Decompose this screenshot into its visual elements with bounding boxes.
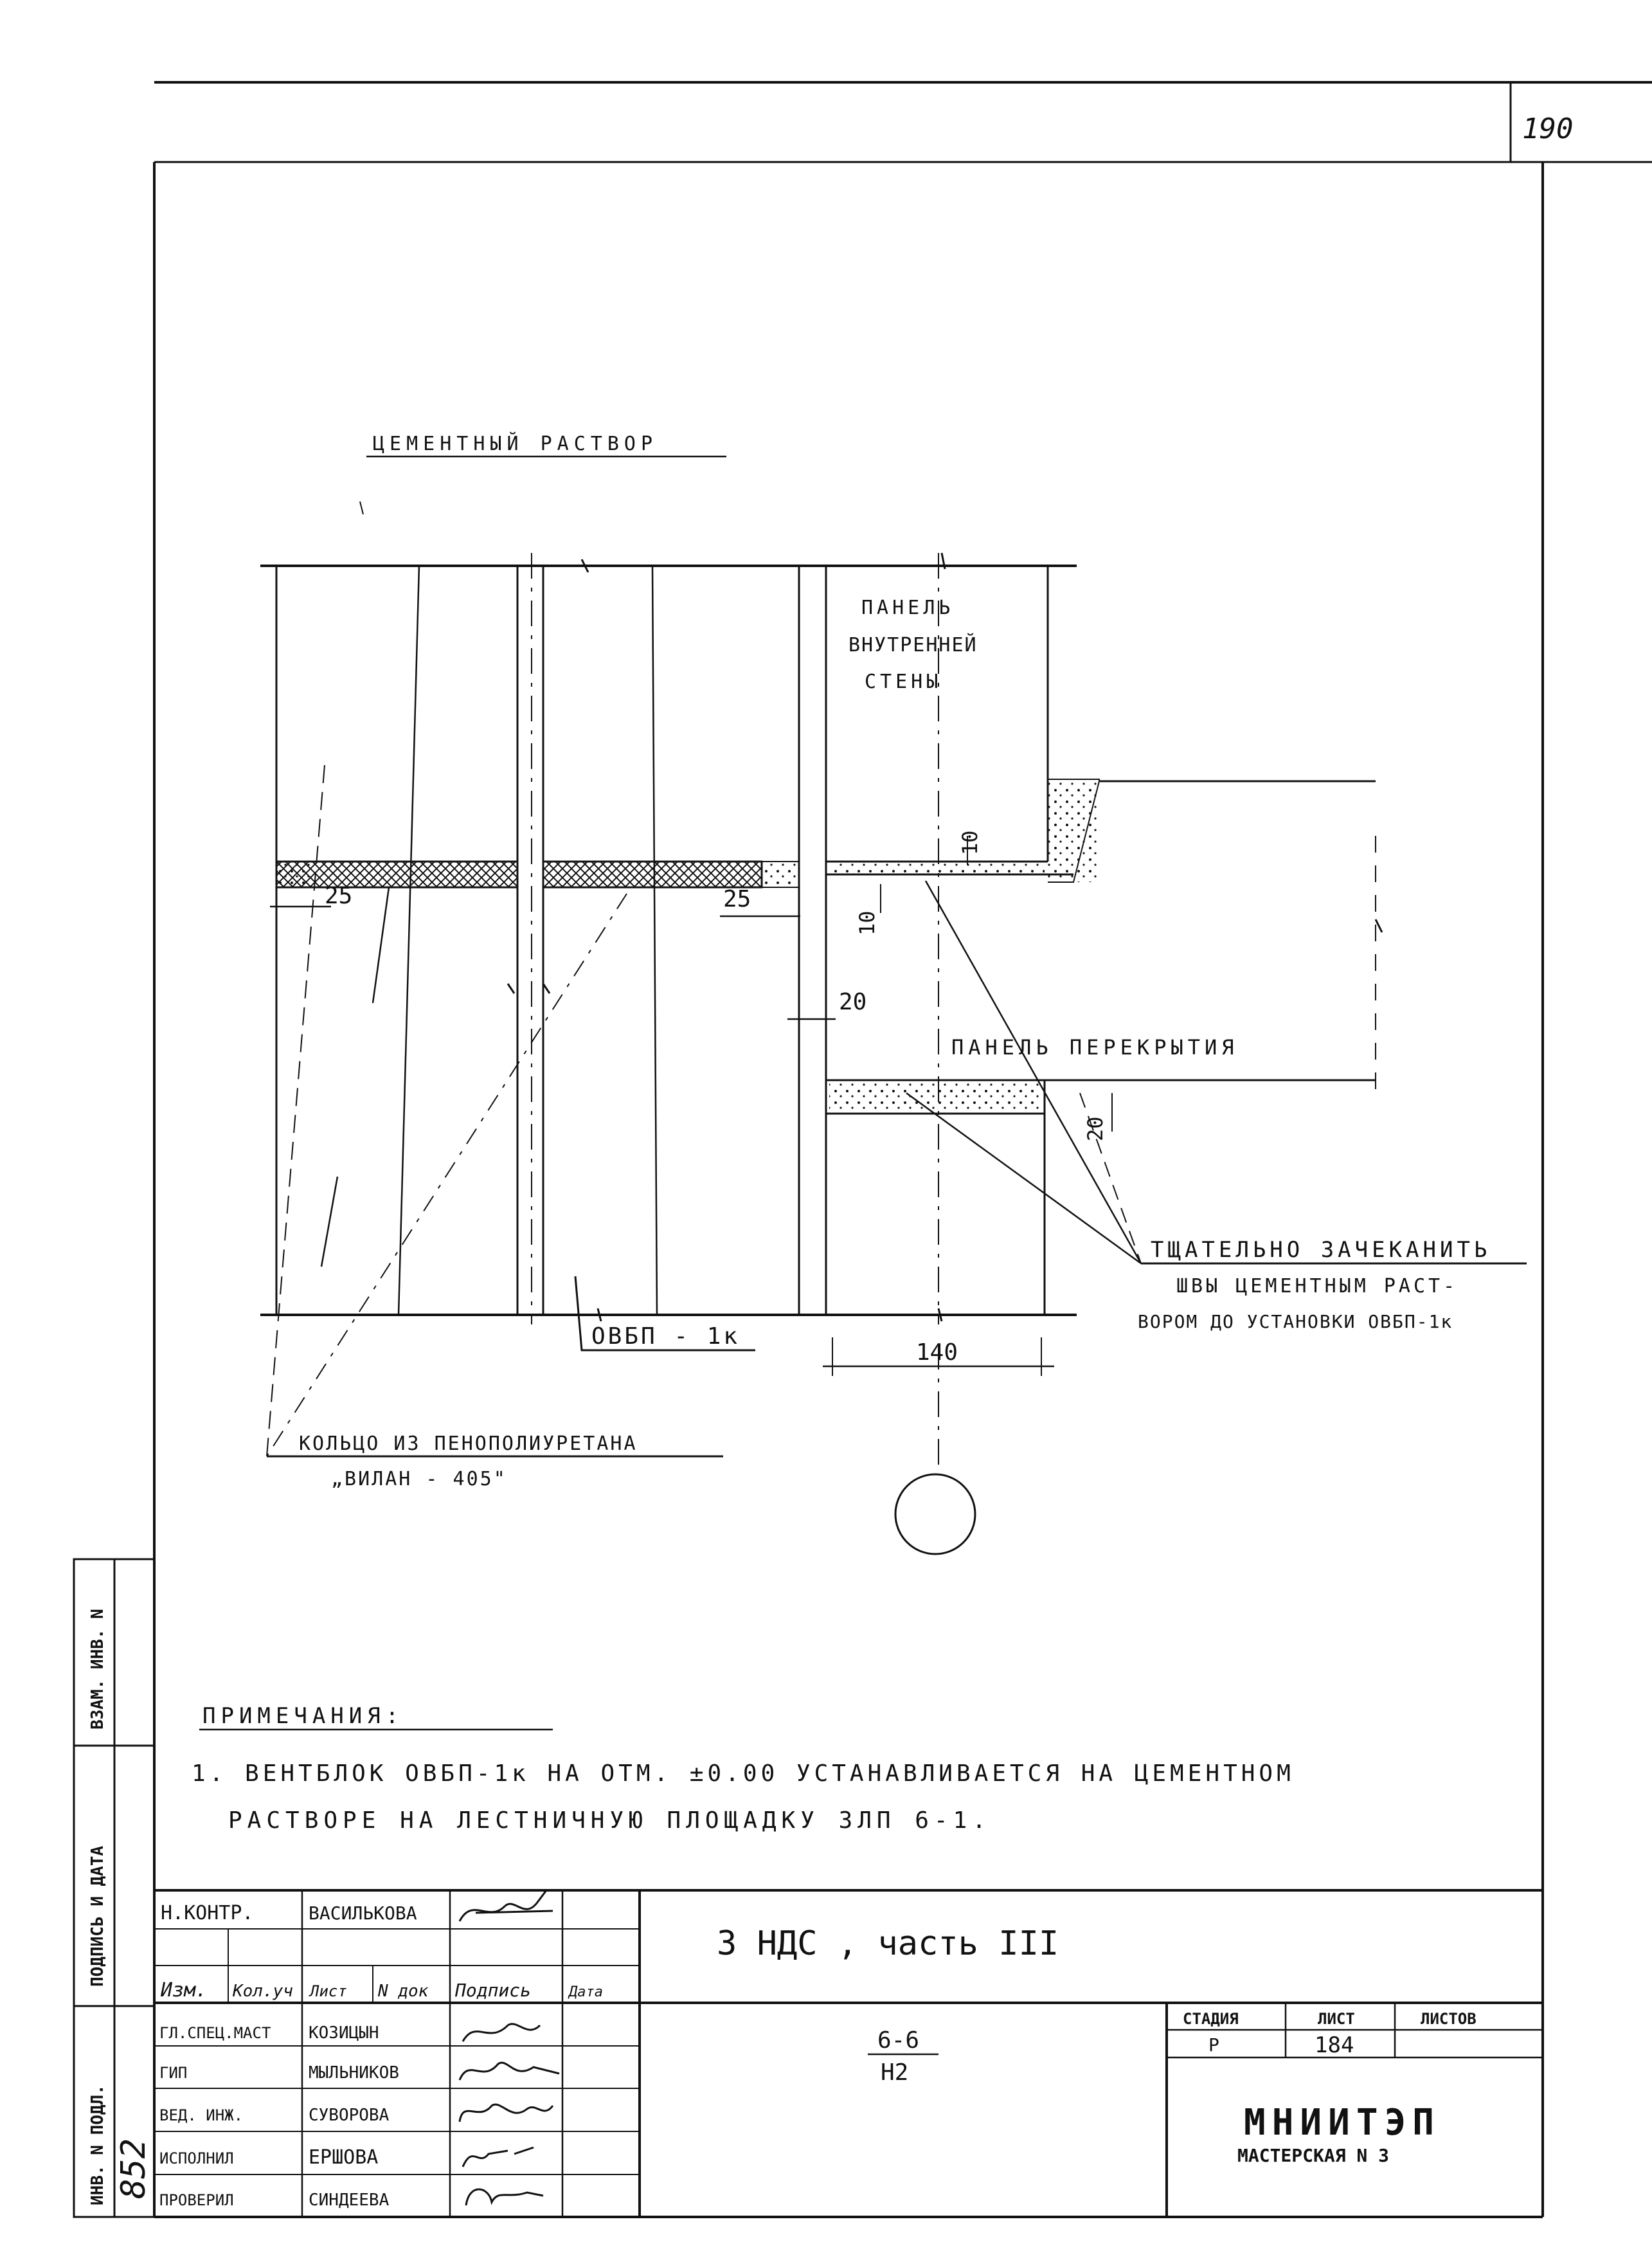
sheet-header: ЛИСТ [1318,2010,1355,2028]
signer-role-5: ПРОВЕРИЛ [159,2191,234,2209]
title-block [154,1889,1543,2217]
nkontr-name: ВАСИЛЬКОВА [309,1903,417,1924]
dim-width: 140 [916,1339,958,1366]
signer-name-5: СИНДЕЕВА [309,2191,390,2210]
sheet-value: 184 [1315,2032,1354,2058]
org-sub: МАСТЕРСКАЯ N 3 [1237,2145,1389,2166]
notes-section: ПРИМЕЧАНИЯ: 1. ВЕНТБЛОК ОВБП-1к НА ОТМ. … [192,1703,1295,1834]
stage-header: СТАДИЯ [1183,2010,1239,2028]
side-inv-number: 852 [114,2138,153,2199]
dim-right-gap: 25 [723,886,751,912]
signatures [458,2023,560,2206]
header-kol-uch: Кол.уч [232,1982,293,2001]
page-number: 190 [1522,113,1573,145]
label-inner-wall-panel-3: СТЕНЫ [865,671,942,693]
dim-wall-gap: 20 [839,989,866,1015]
notes-line-1: 1. ВЕНТБЛОК ОВБП-1к НА ОТМ. ±0.00 УСТАНА… [192,1760,1295,1787]
header-data: Дата [568,1984,603,2000]
section-drawing [260,455,1527,1555]
side-label-substitute-inv: ВЗАМ. ИНВ. N [88,1609,107,1730]
dim-top-gap: 10 [958,830,982,855]
label-inner-wall-panel-2: ВНУТРЕННЕЙ [848,633,978,656]
label-caulk-note-2: ШВЫ ЦЕМЕНТНЫМ РАСТ- [1176,1275,1458,1297]
signer-role-2: ГИП [159,2064,187,2082]
signer-role-3: ВЕД. ИНЖ. [159,2106,243,2124]
label-caulk-note-1: ТЩАТЕЛЬНО ЗАЧЕКАНИТЬ [1151,1237,1491,1263]
side-stamp [73,1558,156,2218]
side-label-inv-original: ИНВ. N ПОДЛ. [88,2084,107,2205]
nkontr-signature [458,1890,553,1922]
signer-name-3: СУВОРОВА [309,2106,390,2125]
header-n-dok: N док [377,1982,429,2001]
sheet-frame [153,81,1652,2218]
label-ring-2: „ВИЛАН - 405" [331,1468,507,1490]
label-cement-mortar: ЦЕМЕНТНЫЙ РАСТВОР [373,432,658,455]
notes-line-2: РАСТВОРЕ НА ЛЕСТНИЧНУЮ ПЛОЩАДКУ ЗЛП 6-1. [228,1807,991,1834]
dim-bottom-gap: 20 [1083,1116,1108,1141]
header-podpis: Подпись [454,1980,531,2001]
label-caulk-note-3: ВОРОМ ДО УСТАНОВКИ ОВБП-1к [1138,1311,1453,1332]
side-label-sign-date: ПОДПИСЬ И ДАТА [88,1846,107,1987]
notes-heading: ПРИМЕЧАНИЯ: [202,1703,404,1729]
signer-role-4: ИСПОЛНИЛ [159,2149,234,2167]
label-floor-panel: ПАНЕЛЬ ПЕРЕКРЫТИЯ [951,1035,1239,1060]
section-top: 6-6 [877,2027,919,2054]
dim-side-gap: 10 [855,910,879,936]
nkontr-role: Н.КОНТР. [161,1902,254,1924]
stage-value: Р [1208,2034,1219,2056]
label-inner-wall-panel-1: ПАНЕЛЬ [861,597,954,619]
signer-name-1: КОЗИЦЫН [309,2023,379,2043]
signer-name-2: МЫЛЬНИКОВ [309,2063,399,2083]
org-name: МНИИТЭП [1244,2102,1441,2144]
signer-name-4: ЕРШОВА [309,2146,378,2169]
dim-left-gap: 25 [325,883,352,909]
signer-role-1: ГЛ.СПЕЦ.МАСТ [159,2024,271,2042]
label-ring-1: КОЛЬЦО ИЗ ПЕНОПОЛИУРЕТАНА [299,1433,638,1455]
label-vent-block: ОВБП - 1к [591,1323,740,1350]
section-bottom: Н2 [881,2059,908,2086]
project-title: 3 НДС , часть III [717,1924,1059,1963]
sheets-header: ЛИСТОВ [1421,2010,1477,2028]
header-izm: Изм. [160,1979,207,2002]
header-list: Лист [309,1982,347,2000]
